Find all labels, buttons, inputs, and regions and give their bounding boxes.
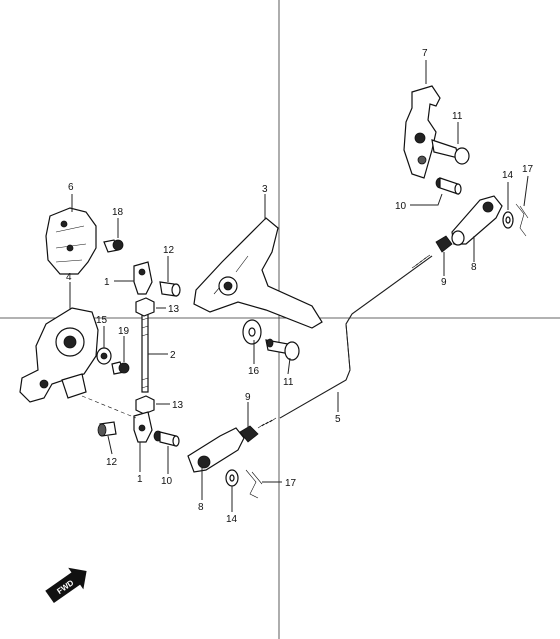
callout-8-lower: 8 [198,502,204,513]
part-6-shift-rod [257,254,433,429]
callout-10-upper: 10 [395,201,407,212]
part-12-pin-upper [159,281,181,297]
callout-2: 2 [170,350,176,361]
callout-13-lower: 13 [172,400,184,411]
callout-15: 15 [96,315,108,326]
part-10-pin-upper [435,177,462,195]
callout-9-upper: 9 [441,277,447,288]
part-7-bracket [403,85,441,179]
callout-17-upper: 17 [522,164,534,175]
part-14-washer-upper [502,211,514,229]
part-3-shift-lever [193,217,323,329]
part-5-bracket [45,207,97,275]
callout-13-upper: 13 [168,304,180,315]
part-17-clip-upper [515,203,529,237]
part-8-ball-joint-upper [451,195,503,246]
callout-12-lower: 12 [106,457,118,468]
part-9-nut-upper [435,235,453,253]
callout-11-lower: 11 [283,377,294,388]
callout-8-upper: 8 [471,262,477,273]
callout-12-upper: 12 [163,245,175,256]
callout-14-lower: 14 [226,514,238,525]
part-18-bolt [103,239,124,253]
callout-4: 4 [66,272,72,283]
callout-7: 7 [422,48,428,59]
callout-19: 19 [118,326,130,337]
part-8-ball-joint-lower [187,427,245,473]
part-9-nut-lower [239,425,259,443]
part-19-bolt [111,361,130,375]
callout-3: 3 [262,184,268,195]
part-10-pin-lower [153,430,180,447]
callout-18: 18 [112,207,124,218]
callout-1-lower: 1 [137,474,143,485]
callout-5: 6 [68,182,74,193]
callout-9-lower: 9 [245,392,251,403]
callout-10-lower: 10 [161,476,173,487]
callout-labels: 7 11 10 14 17 8 9 3 6 18 4 12 1 13 15 19… [66,48,534,525]
callout-14-upper: 14 [502,170,514,181]
callout-17-lower: 17 [285,478,297,489]
part-11-bolt-lower [265,338,300,361]
part-14-washer-lower [225,469,239,487]
part-15-washer [96,347,112,365]
callout-11-upper: 11 [452,111,463,122]
callout-1-upper: 1 [104,277,110,288]
part-11-bolt-upper [431,139,470,165]
part-17-clip-lower [245,469,263,499]
part-2-threaded-rod [141,309,149,393]
dash-guide-line [81,395,137,419]
part-16-washer [242,319,262,345]
fwd-badge: FWD [45,567,87,604]
part-1-joint-upper [133,261,153,295]
callout-6: 5 [335,414,341,425]
part-1-joint-lower [133,411,153,443]
part-4-housing [19,307,99,403]
callout-16: 16 [248,366,260,377]
leader-lines [69,60,529,512]
part-12-pin-lower [97,421,117,437]
part-13-nut-upper [135,297,155,317]
part-13-nut-lower [135,395,155,415]
